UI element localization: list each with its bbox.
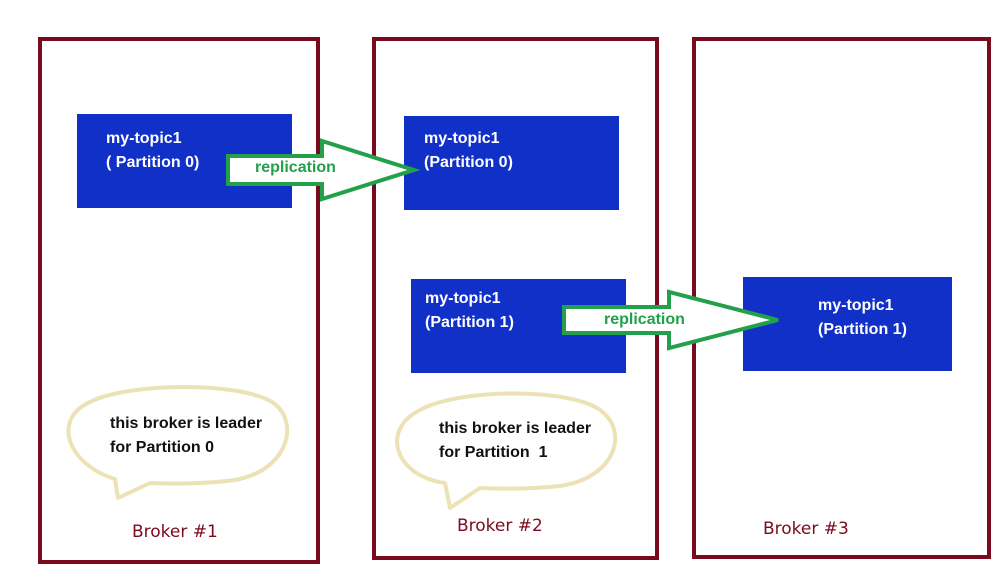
partition-number: (Partition 0)	[424, 154, 513, 171]
partition-topic: my-topic1	[424, 130, 500, 147]
broker-2-label: Broker #2	[457, 516, 543, 536]
callout-1-text: this broker is leader for Partition 0	[110, 412, 262, 460]
replication-label-2: replication	[604, 311, 685, 328]
partition-number: (Partition 1)	[425, 314, 514, 331]
partition-box-b2-p1: my-topic1 (Partition 1)	[411, 279, 626, 373]
partition-number: ( Partition 0)	[106, 154, 200, 171]
broker-1-label: Broker #1	[132, 522, 218, 542]
partition-topic: my-topic1	[818, 297, 894, 314]
partition-box-b3-p1: my-topic1 (Partition 1)	[743, 277, 952, 371]
partition-topic: my-topic1	[106, 130, 182, 147]
broker-3-label: Broker #3	[763, 519, 849, 539]
callout-1-line2: for Partition 0	[110, 439, 215, 456]
callout-2-line1: this broker is leader	[439, 420, 592, 437]
callout-2-text: this broker is leader for Partition 1	[439, 417, 591, 465]
callout-1-line1: this broker is leader	[110, 415, 263, 432]
callout-2-partition-number: 1	[538, 444, 548, 461]
partition-number: (Partition 1)	[818, 321, 907, 338]
callout-2-line2: for Partition	[439, 444, 530, 461]
partition-box-b2-p0: my-topic1 (Partition 0)	[404, 116, 619, 210]
replication-label-1: replication	[255, 159, 336, 176]
partition-topic: my-topic1	[425, 290, 501, 307]
